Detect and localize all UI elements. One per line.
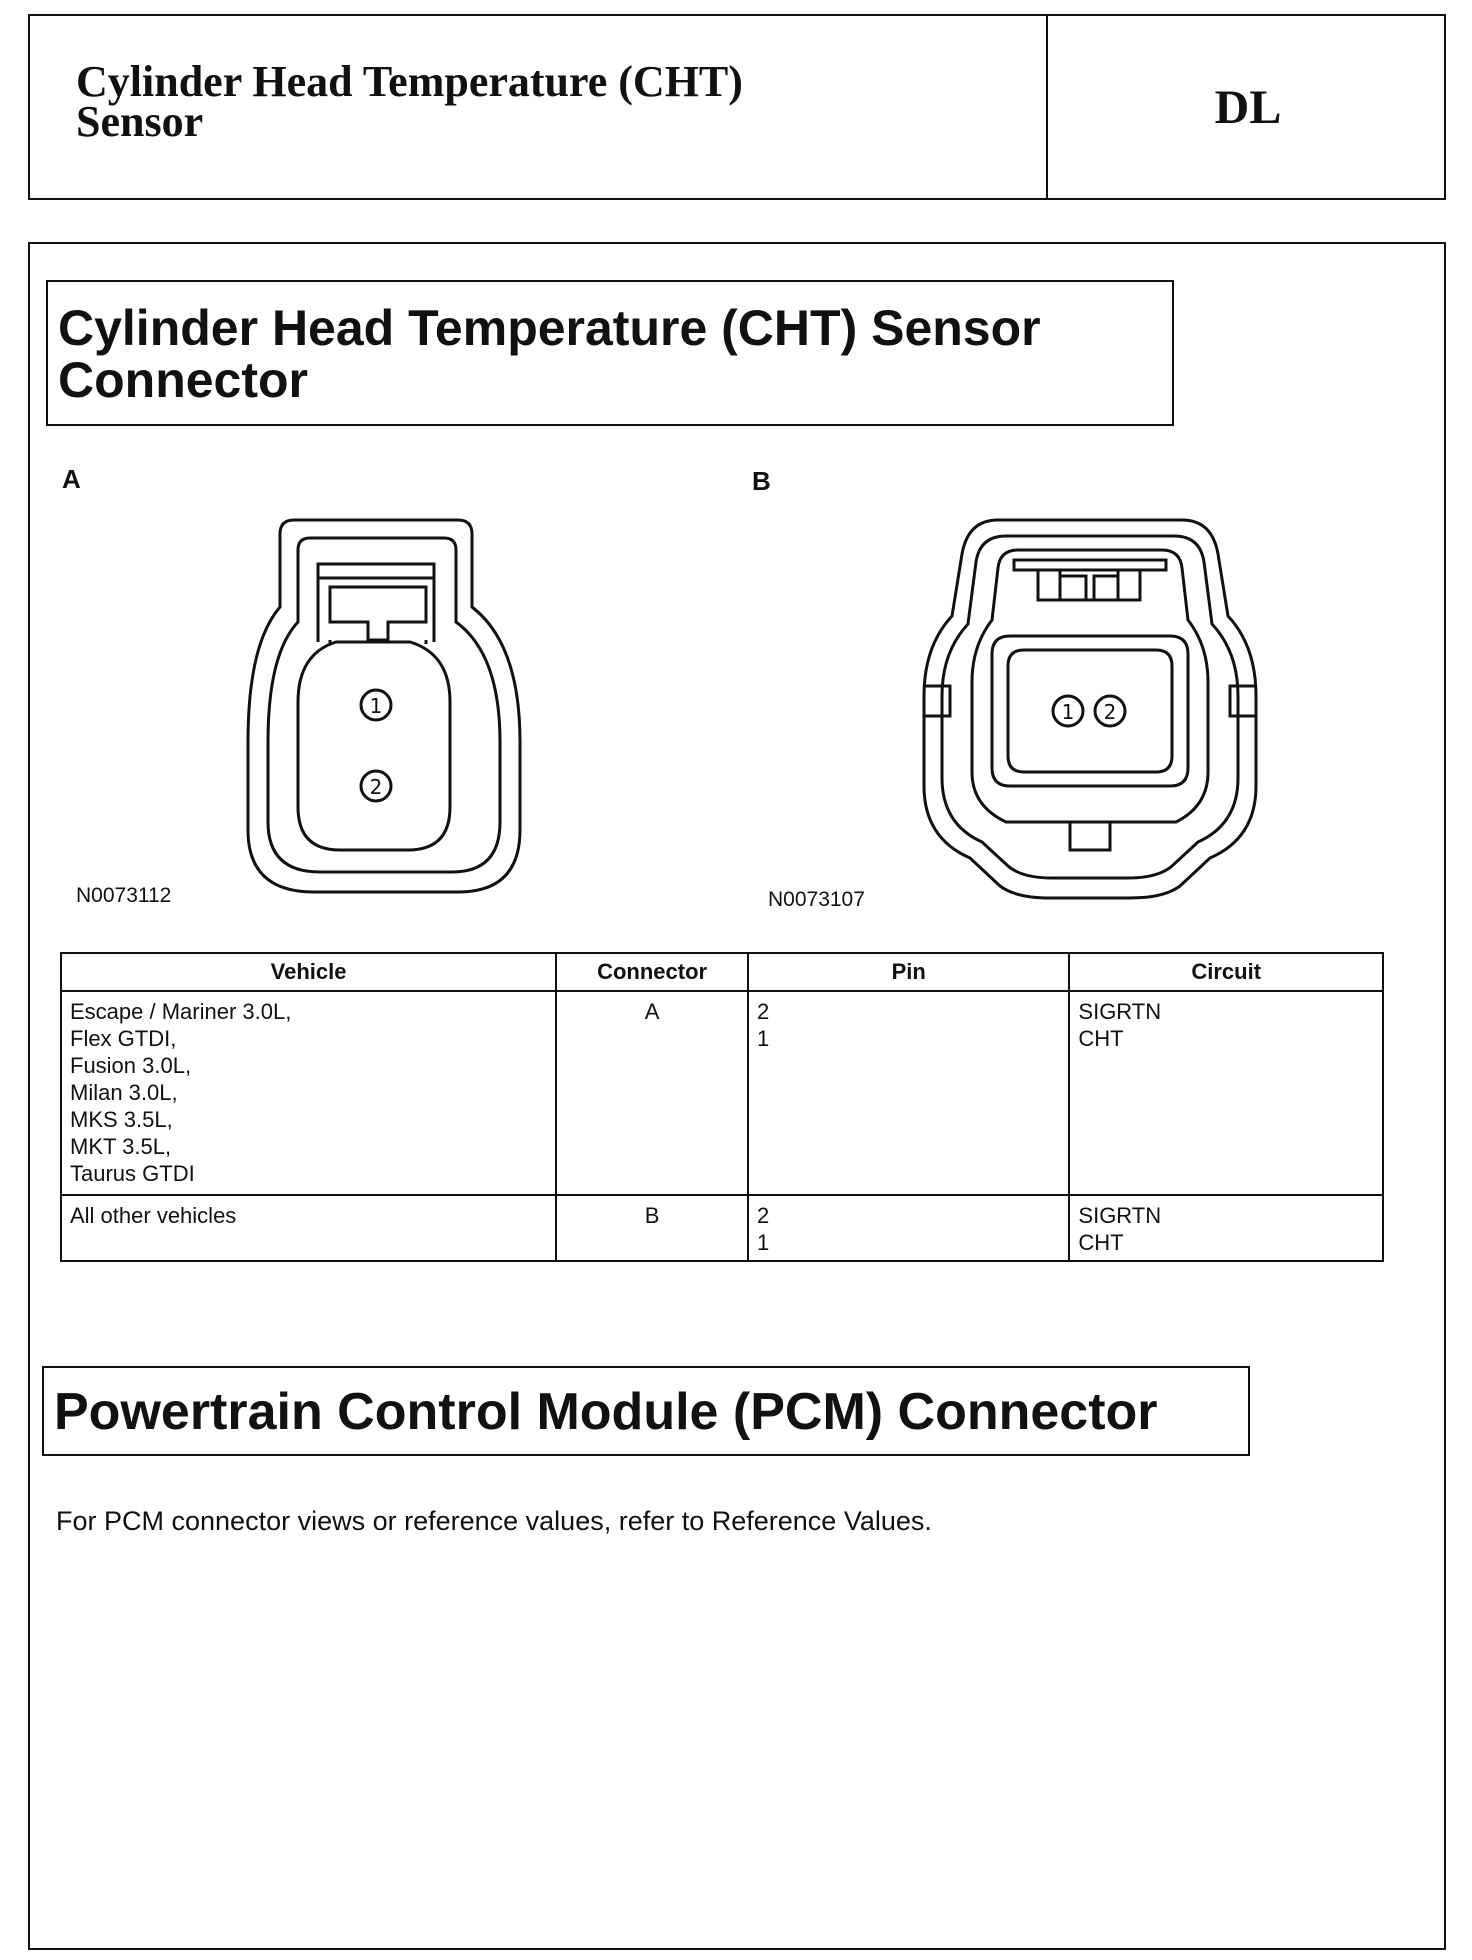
circuit-name: CHT — [1078, 1026, 1124, 1051]
column-header-connector: Connector — [555, 952, 749, 992]
section-title-line1: Cylinder Head Temperature (CHT) Sensor — [58, 300, 1041, 356]
figure-b-letter: B — [752, 466, 771, 496]
connector-b-diagram: 1 2 — [922, 518, 1258, 900]
vehicle-cell: All other vehicles — [59, 1194, 558, 1262]
connector-a-diagram: 1 2 — [246, 518, 522, 894]
reference-note: For PCM connector views or reference val… — [56, 1506, 932, 1536]
page-header: Cylinder Head Temperature (CHT) Sensor D… — [28, 14, 1446, 200]
section-title-pcm-connector: Powertrain Control Module (PCM) Connecto… — [42, 1366, 1250, 1456]
figure-a-letter: A — [62, 464, 81, 494]
pin-number: 2 — [757, 1203, 770, 1228]
vehicle-name: MKS 3.5L, — [70, 1107, 173, 1132]
content-frame: Cylinder Head Temperature (CHT) Sensor C… — [28, 242, 1446, 1950]
section-title-line2: Connector — [58, 352, 308, 408]
connector-cell: A — [555, 990, 749, 1196]
page-title-line1: Cylinder Head Temperature (CHT) — [76, 57, 743, 106]
section-code: DL — [1214, 80, 1282, 134]
page-title-line2: Sensor — [76, 97, 204, 146]
page-title: Cylinder Head Temperature (CHT) Sensor — [76, 57, 1026, 146]
column-header-vehicle: Vehicle — [59, 952, 558, 992]
vehicle-name: Taurus GTDI — [70, 1161, 195, 1186]
table-row: Escape / Mariner 3.0L, Flex GTDI, Fusion… — [59, 990, 1384, 1196]
header-divider — [1046, 16, 1048, 198]
pin-number: 2 — [757, 999, 770, 1024]
vehicle-name: Milan 3.0L, — [70, 1080, 178, 1105]
vehicle-name: MKT 3.5L, — [70, 1134, 172, 1159]
circuit-name: SIGRTN — [1078, 999, 1162, 1024]
table-row: All other vehicles B 2 1 SIGRTN CHT — [59, 1194, 1384, 1262]
vehicle-name: All other vehicles — [70, 1203, 237, 1228]
vehicle-name: Flex GTDI, — [70, 1026, 177, 1051]
vehicle-name: Fusion 3.0L, — [70, 1053, 192, 1078]
circuit-name: CHT — [1078, 1230, 1124, 1255]
circuit-cell: SIGRTN CHT — [1068, 990, 1384, 1196]
vehicle-cell: Escape / Mariner 3.0L, Flex GTDI, Fusion… — [59, 990, 558, 1196]
connector-b-pin2-label: 2 — [1104, 700, 1117, 724]
figure-a-id: N0073112 — [76, 884, 172, 907]
pin-cell: 2 1 — [746, 990, 1071, 1196]
connector-a-pin1-label: 1 — [370, 694, 383, 718]
connector-cell: B — [555, 1194, 749, 1262]
column-header-pin: Pin — [746, 952, 1071, 992]
connector-a-pin2-label: 2 — [370, 775, 383, 799]
pin-cell: 2 1 — [746, 1194, 1071, 1262]
circuit-name: SIGRTN — [1078, 1203, 1162, 1228]
column-header-circuit: Circuit — [1068, 952, 1384, 992]
connector-b-pin1-label: 1 — [1062, 700, 1075, 724]
pin-number: 1 — [757, 1230, 770, 1255]
figure-b-id: N0073107 — [768, 888, 865, 911]
vehicle-name: Escape / Mariner 3.0L, — [70, 999, 292, 1024]
section-title-cht-connector: Cylinder Head Temperature (CHT) Sensor C… — [46, 280, 1174, 426]
connector-pinout-table: Vehicle Connector Pin Circuit Escape / M… — [59, 952, 1384, 1262]
table-header-row: Vehicle Connector Pin Circuit — [59, 952, 1384, 992]
pin-number: 1 — [757, 1026, 770, 1051]
circuit-cell: SIGRTN CHT — [1068, 1194, 1384, 1262]
